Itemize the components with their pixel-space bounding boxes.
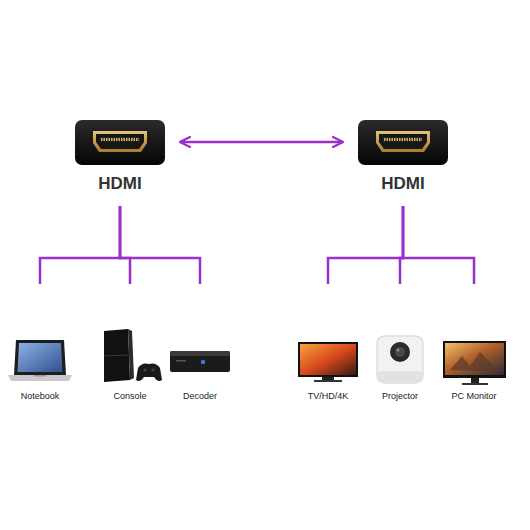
double-arrow — [180, 141, 343, 144]
pc-monitor-icon — [443, 341, 506, 385]
device: Console — [98, 290, 162, 402]
illustration-part — [143, 368, 146, 371]
illustration-part — [300, 344, 356, 375]
bracket-line — [120, 206, 130, 284]
illustration-part — [298, 342, 358, 377]
illustration-part — [377, 371, 423, 383]
device-label: TV/HD/4K — [296, 390, 360, 402]
illustration-part — [443, 341, 506, 378]
illustration-part — [104, 329, 130, 382]
illustration-part — [8, 375, 72, 381]
bracket-line — [40, 206, 120, 284]
illustration-part — [397, 349, 400, 352]
illustration-part — [322, 377, 334, 380]
decoder-icon — [170, 351, 230, 372]
device: Notebook — [8, 290, 72, 402]
illustration-part — [14, 340, 66, 375]
port-label: HDMI — [357, 174, 449, 194]
illustration-part — [201, 360, 205, 364]
port-label: HDMI — [74, 174, 166, 194]
tv-icon — [298, 342, 358, 382]
illustration-part — [151, 368, 154, 371]
hdmi-port-icon — [75, 120, 165, 165]
bracket-line — [120, 206, 200, 284]
console-icon — [104, 329, 162, 382]
device-label: Console — [98, 390, 162, 402]
illustration-part — [170, 351, 230, 372]
notebook-icon — [8, 340, 72, 381]
illustration-part — [390, 342, 410, 362]
device-label: Notebook — [8, 390, 72, 402]
device-label: Projector — [372, 390, 428, 402]
illustration-part — [450, 352, 500, 372]
hdmi-port-icon — [358, 120, 448, 165]
device: Decoder — [168, 290, 232, 402]
device: PC Monitor — [441, 290, 507, 402]
device: Projector — [372, 290, 428, 402]
illustration-part — [471, 378, 479, 383]
illustration-part — [18, 343, 63, 372]
illustration-part — [176, 360, 186, 362]
device-label: Decoder — [168, 390, 232, 402]
illustration-part — [104, 355, 129, 356]
hdmi-port: HDMI — [357, 118, 449, 194]
hdmi-port: HDMI — [74, 118, 166, 194]
illustration-part — [170, 351, 230, 356]
device-label: PC Monitor — [441, 390, 507, 402]
illustration-part — [462, 383, 488, 385]
illustration-part — [314, 380, 342, 382]
projector-icon — [377, 336, 423, 383]
device: TV/HD/4K — [296, 290, 360, 402]
illustration-part — [395, 347, 405, 357]
illustration-part — [128, 329, 134, 380]
bracket-line — [403, 206, 474, 284]
illustration-part — [377, 336, 423, 383]
bracket-line — [328, 206, 403, 284]
illustration-part — [136, 364, 162, 382]
illustration-part — [34, 375, 46, 377]
illustration-part — [445, 343, 504, 375]
